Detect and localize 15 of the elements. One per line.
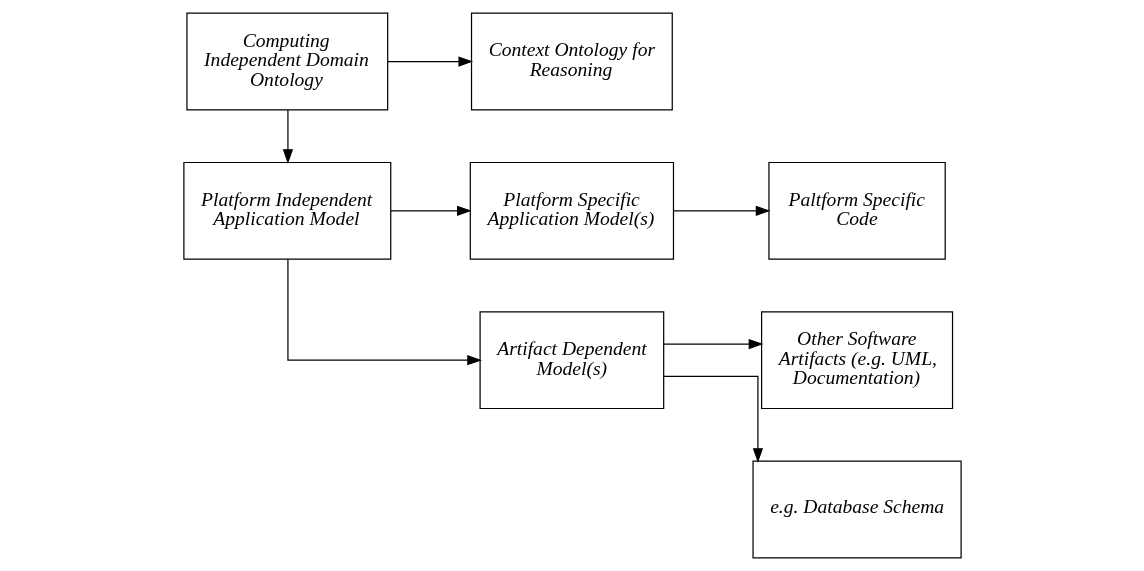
arrow [662, 375, 763, 463]
arrow [672, 205, 770, 216]
node-box: Artifact Dependent Model(s) [478, 311, 664, 410]
node-box: Context Ontology for Reasoning [470, 12, 673, 111]
node-box: e.g. Database Schema [751, 460, 962, 559]
node-box: Paltform Specific Code [767, 161, 946, 260]
node-box: Platform Specific Application Model(s) [469, 161, 674, 260]
node-box: Platform Independent Application Model [182, 161, 391, 260]
arrow [282, 109, 293, 164]
arrow [662, 338, 763, 350]
node-box: Computing Independent Domain Ontology [185, 12, 388, 111]
node-box: Other Software Artifacts (e.g. UML, Documentation) [760, 311, 953, 410]
arrow [286, 258, 482, 366]
arrow [389, 205, 472, 216]
arrow [386, 56, 473, 67]
